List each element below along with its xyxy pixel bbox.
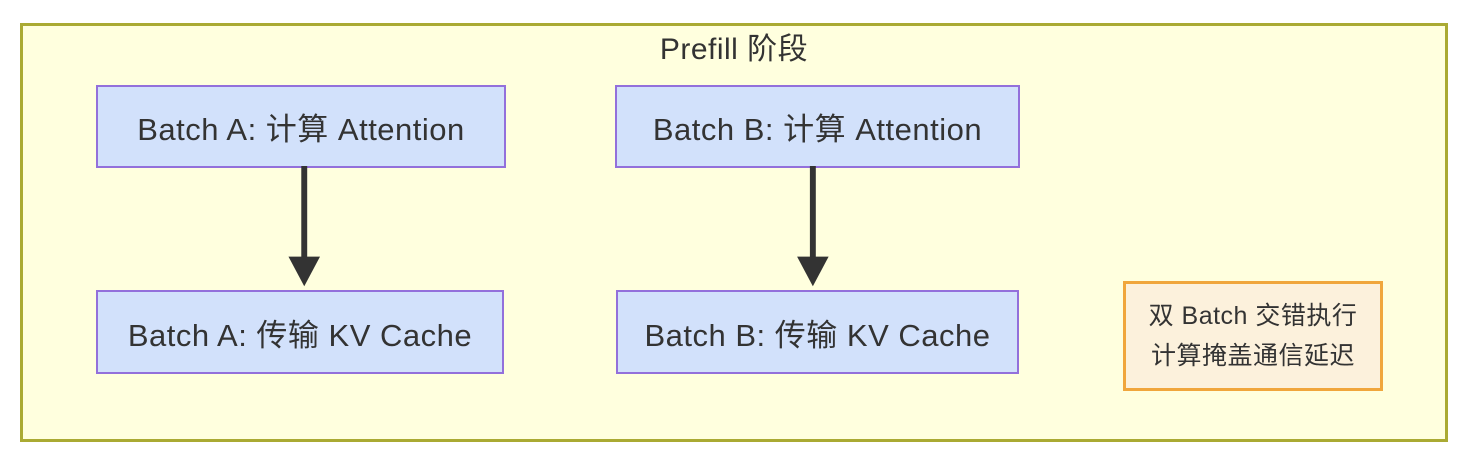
arrow-batch-a-down: [288, 165, 321, 287]
node-batch-a-attention: Batch A: 计算 Attention: [96, 85, 506, 168]
arrow-batch-b-down: [797, 165, 829, 287]
node-label: Batch B: 计算 Attention: [652, 112, 983, 147]
node-label: Batch A: 计算 Attention: [137, 112, 465, 147]
prefill-cluster: Prefill 阶段 Batch A: 计算 Attention Batch B…: [20, 23, 1448, 442]
node-label: Batch B: 传输 KV Cache: [644, 317, 991, 353]
note-line: 计算掩盖通信延迟: [1150, 342, 1355, 370]
note-line: 双 Batch 交错执行: [1148, 302, 1358, 330]
node-batch-a-kv-cache: Batch A: 传输 KV Cache: [96, 290, 504, 374]
note-box: 双 Batch 交错执行 计算掩盖通信延迟: [1123, 281, 1383, 391]
node-label: Batch A: 传输 KV Cache: [127, 317, 473, 353]
cluster-title: Prefill 阶段: [659, 33, 809, 66]
node-batch-b-kv-cache: Batch B: 传输 KV Cache: [616, 290, 1019, 374]
node-batch-b-attention: Batch B: 计算 Attention: [615, 85, 1020, 168]
